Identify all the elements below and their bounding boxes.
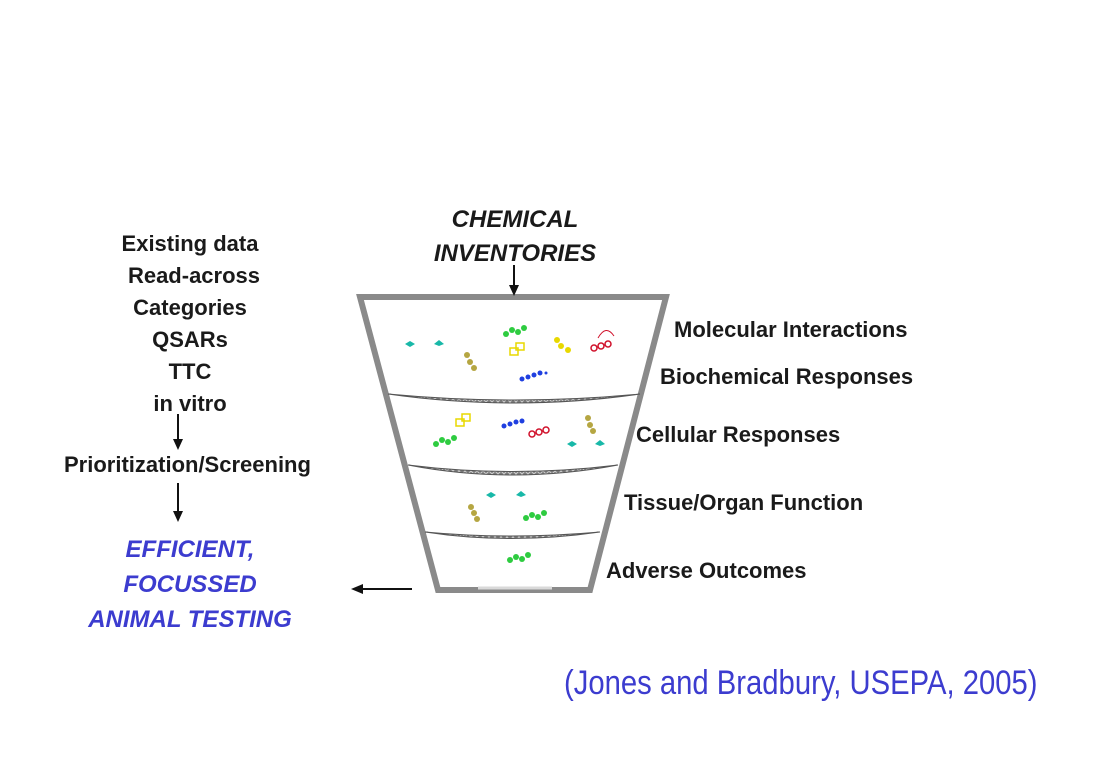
level-cellular-responses: Cellular Responses	[636, 422, 841, 447]
prioritization-label: Prioritization/Screening	[64, 452, 311, 477]
chem-line: CHEMICAL	[451, 206, 579, 233]
filter-layer-2	[407, 464, 619, 476]
chemical-inventories-label: CHEMICAL INVENTORIES	[400, 203, 630, 271]
method-item: Read-across	[127, 263, 261, 288]
arrow-chemical-input	[509, 265, 519, 296]
level-biochemical-responses: Biochemical Responses	[660, 364, 914, 389]
method-item: TTC	[168, 359, 212, 384]
method-item: Categories	[133, 295, 247, 320]
arrow-to-prioritization	[173, 414, 183, 450]
funnel-outline	[356, 294, 670, 593]
arrow-funnel-output	[351, 584, 412, 594]
level-adverse-outcomes: Adverse Outcomes	[606, 558, 807, 583]
outcome-line: ANIMAL TESTING	[88, 606, 292, 633]
arrow-to-outcome	[173, 483, 183, 522]
method-item: Existing data	[121, 231, 259, 256]
filter-layer-1	[387, 393, 641, 404]
level-molecular-interactions: Molecular Interactions	[674, 317, 908, 342]
outcome-line: EFFICIENT,	[125, 536, 255, 563]
filter-layer-3	[424, 531, 601, 539]
molecule-icons-bottom	[507, 552, 531, 563]
citation: (Jones and Bradbury, USEPA, 2005)	[564, 664, 1038, 702]
molecule-icons-lower	[468, 491, 547, 522]
outcome-line: FOCUSSED	[123, 571, 257, 598]
chem-line: INVENTORIES	[433, 240, 597, 267]
method-item: QSARs	[152, 327, 228, 352]
molecule-icons-middle	[433, 413, 605, 447]
level-tissue-organ-function: Tissue/Organ Function	[624, 490, 864, 515]
methods-list: Existing data Read-across Categories QSA…	[60, 228, 320, 420]
molecule-icons-top	[405, 325, 615, 382]
outcome-label: EFFICIENT, FOCUSSED ANIMAL TESTING	[40, 532, 340, 637]
method-item: in vitro	[153, 391, 227, 416]
